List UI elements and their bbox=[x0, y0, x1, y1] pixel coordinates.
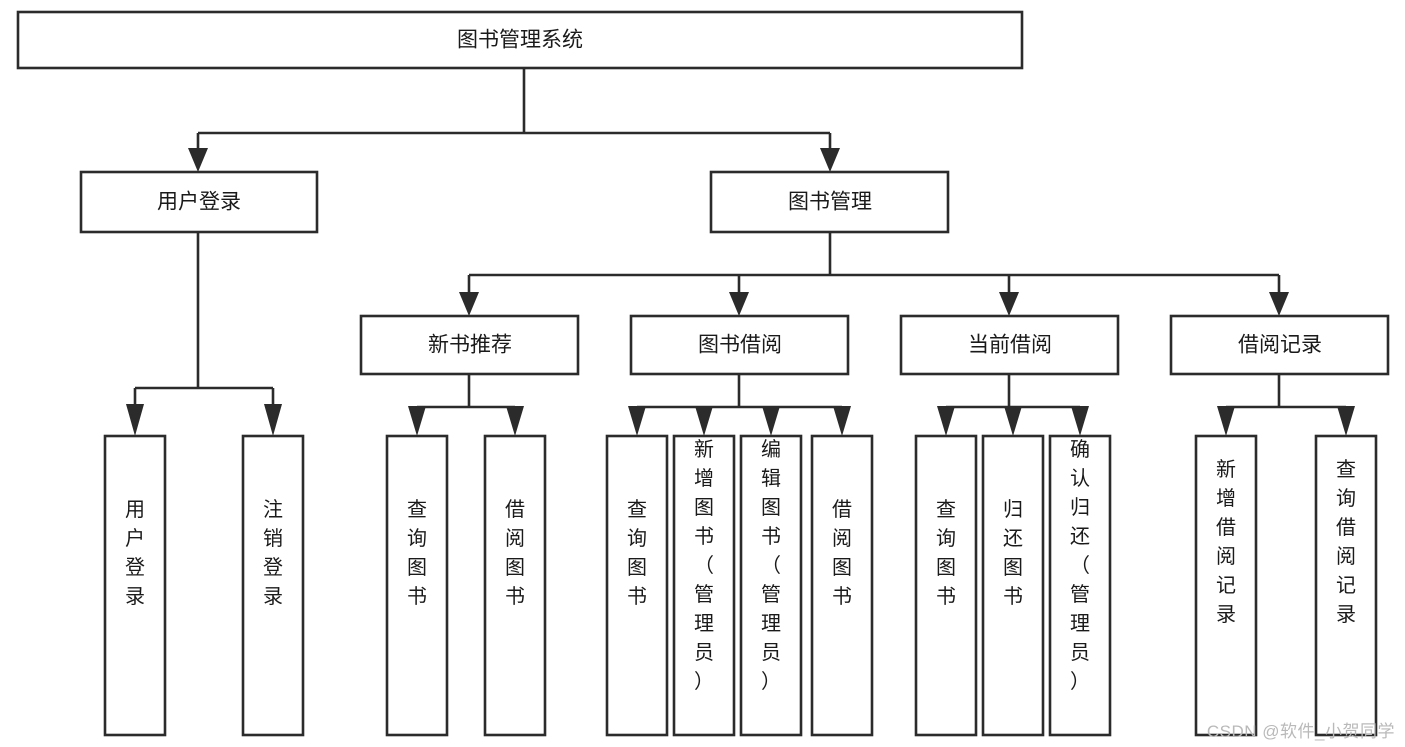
node-leaf-6[interactable]: 新增图书（管理员） bbox=[672, 434, 736, 737]
node-borrow-record[interactable]: 借阅记录 bbox=[1169, 314, 1390, 376]
node-leaf-11[interactable]: 确认归还（管理员） bbox=[1048, 434, 1112, 737]
arrowhead-icon bbox=[1004, 406, 1022, 436]
node-book-manage-label: 图书管理 bbox=[788, 191, 872, 214]
node-leaf-2-label: 注销登录 bbox=[263, 498, 283, 608]
node-leaf-6-label: 新增图书（管理员） bbox=[694, 438, 714, 693]
node-book-borrow-box[interactable] bbox=[629, 314, 850, 376]
node-leaf-7-box[interactable] bbox=[739, 434, 803, 737]
node-user-login[interactable]: 用户登录 bbox=[79, 170, 319, 234]
node-current-borrow-label: 当前借阅 bbox=[968, 334, 1052, 357]
node-new-book-rec-label: 新书推荐 bbox=[428, 334, 512, 357]
node-leaf-4[interactable]: 借阅图书 bbox=[483, 434, 547, 737]
arrowhead-icon bbox=[188, 148, 208, 172]
node-leaf-3-box[interactable] bbox=[385, 434, 449, 737]
node-leaf-1[interactable]: 用户登录 bbox=[103, 434, 167, 737]
node-leaf-12-box[interactable] bbox=[1194, 434, 1258, 737]
arrowhead-icon bbox=[264, 404, 282, 436]
node-leaf-10[interactable]: 归还图书 bbox=[981, 434, 1045, 737]
node-leaf-2[interactable]: 注销登录 bbox=[241, 434, 305, 737]
node-borrow-record-label: 借阅记录 bbox=[1238, 334, 1322, 357]
node-root-box[interactable] bbox=[16, 10, 1024, 70]
arrowhead-icon bbox=[459, 292, 479, 316]
node-root-label: 图书管理系统 bbox=[457, 29, 583, 52]
node-new-book-rec-box[interactable] bbox=[359, 314, 580, 376]
node-book-manage-box[interactable] bbox=[709, 170, 950, 234]
node-current-borrow-box[interactable] bbox=[899, 314, 1120, 376]
node-leaf-7[interactable]: 编辑图书（管理员） bbox=[739, 434, 803, 737]
node-leaf-8[interactable]: 借阅图书 bbox=[810, 434, 874, 737]
node-root[interactable]: 图书管理系统 bbox=[16, 10, 1024, 70]
arrowhead-icon bbox=[937, 406, 955, 436]
arrowhead-icon bbox=[1337, 406, 1355, 436]
arrowhead-icon bbox=[408, 406, 426, 436]
node-leaf-4-box[interactable] bbox=[483, 434, 547, 737]
arrowhead-icon bbox=[126, 404, 144, 436]
arrowhead-icon bbox=[1217, 406, 1235, 436]
node-leaf-11-box[interactable] bbox=[1048, 434, 1112, 737]
arrowhead-icon bbox=[729, 292, 749, 316]
leaf-node-group: 用户登录 注销登录 查询图书 借阅图书 查询图书 新增图书（管理员） bbox=[103, 434, 1378, 737]
node-leaf-4-label: 借阅图书 bbox=[505, 498, 525, 608]
node-leaf-7-label: 编辑图书（管理员） bbox=[761, 438, 781, 693]
node-leaf-13-label: 查询借阅记录 bbox=[1336, 458, 1356, 626]
node-leaf-5-box[interactable] bbox=[605, 434, 669, 737]
arrowhead-icon bbox=[506, 406, 524, 436]
node-leaf-1-label: 用户登录 bbox=[125, 499, 145, 608]
node-leaf-1-box[interactable] bbox=[103, 434, 167, 737]
arrowhead-icon bbox=[820, 148, 840, 172]
node-new-book-rec[interactable]: 新书推荐 bbox=[359, 314, 580, 376]
arrowhead-icon bbox=[999, 292, 1019, 316]
node-leaf-9-label: 查询图书 bbox=[936, 498, 956, 608]
arrowhead-icon bbox=[628, 406, 646, 436]
node-borrow-record-box[interactable] bbox=[1169, 314, 1390, 376]
node-leaf-10-box[interactable] bbox=[981, 434, 1045, 737]
node-leaf-13-box[interactable] bbox=[1314, 434, 1378, 737]
node-leaf-9-box[interactable] bbox=[914, 434, 978, 737]
node-leaf-2-box[interactable] bbox=[241, 434, 305, 737]
arrowhead-group bbox=[126, 148, 1355, 436]
node-leaf-3-label: 查询图书 bbox=[407, 498, 427, 608]
arrowhead-icon bbox=[695, 406, 713, 436]
arrowhead-icon bbox=[1071, 406, 1089, 436]
node-leaf-8-label: 借阅图书 bbox=[832, 498, 852, 608]
node-leaf-13[interactable]: 查询借阅记录 bbox=[1314, 434, 1378, 737]
node-leaf-12-label: 新增借阅记录 bbox=[1216, 458, 1236, 626]
arrowhead-icon bbox=[833, 406, 851, 436]
node-leaf-3[interactable]: 查询图书 bbox=[385, 434, 449, 737]
node-current-borrow[interactable]: 当前借阅 bbox=[899, 314, 1120, 376]
node-leaf-8-box[interactable] bbox=[810, 434, 874, 737]
node-user-login-box[interactable] bbox=[79, 170, 319, 234]
node-leaf-5[interactable]: 查询图书 bbox=[605, 434, 669, 737]
node-book-manage[interactable]: 图书管理 bbox=[709, 170, 950, 234]
node-leaf-11-label: 确认归还（管理员） bbox=[1070, 438, 1090, 693]
node-book-borrow-label: 图书借阅 bbox=[698, 334, 782, 357]
arrowhead-icon bbox=[762, 406, 780, 436]
node-leaf-10-label: 归还图书 bbox=[1003, 498, 1023, 608]
node-leaf-12[interactable]: 新增借阅记录 bbox=[1194, 434, 1258, 737]
arrowhead-icon bbox=[1269, 292, 1289, 316]
node-leaf-9[interactable]: 查询图书 bbox=[914, 434, 978, 737]
node-leaf-6-box[interactable] bbox=[672, 434, 736, 737]
node-book-borrow[interactable]: 图书借阅 bbox=[629, 314, 850, 376]
node-leaf-5-label: 查询图书 bbox=[627, 498, 647, 608]
node-user-login-label: 用户登录 bbox=[157, 191, 241, 214]
